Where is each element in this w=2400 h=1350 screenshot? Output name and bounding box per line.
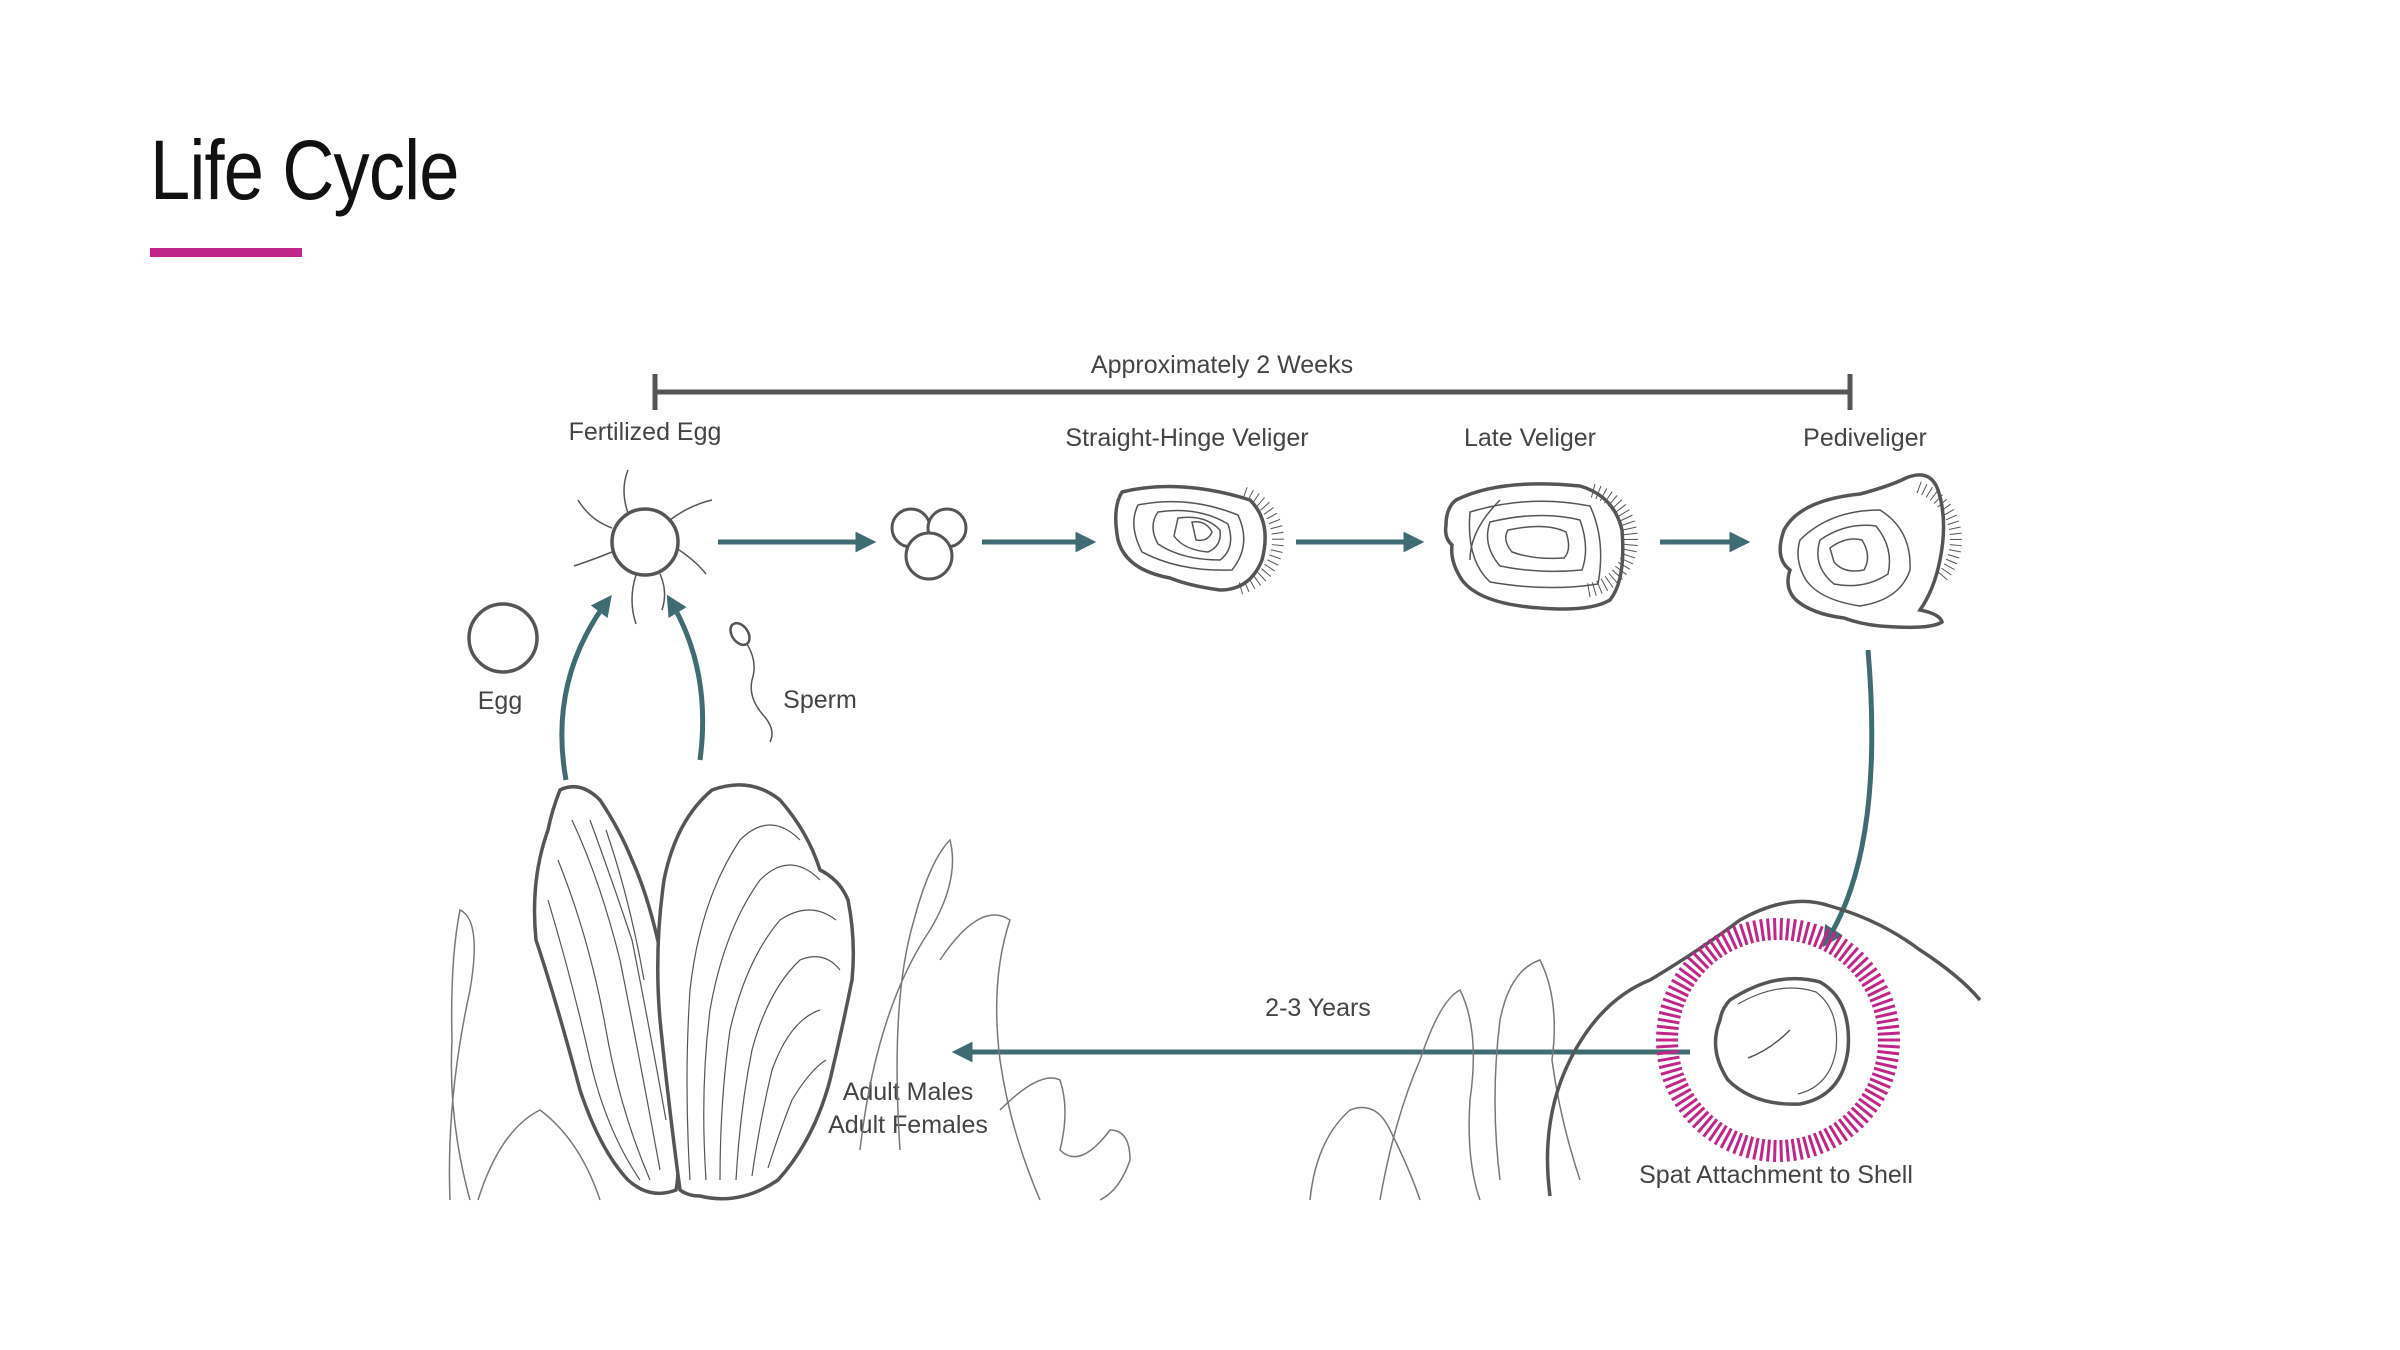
fertilized-egg-label: Fertilized Egg <box>569 418 722 446</box>
spat-label: Spat Attachment to Shell <box>1639 1161 1913 1189</box>
adult-females-label: Adult Females <box>828 1111 988 1139</box>
rock-outline <box>1545 899 1982 1197</box>
timeline-label: Approximately 2 Weeks <box>1091 351 1353 379</box>
spat-ring <box>1656 918 1900 1162</box>
arrow-sperm-spawn <box>666 594 706 761</box>
egg-icon <box>467 602 539 674</box>
spawning-arrows <box>559 594 706 781</box>
egg-label: Egg <box>478 687 522 715</box>
title-underline <box>150 248 302 257</box>
straight-hinge-veliger-label: Straight-Hinge Veliger <box>1065 424 1308 452</box>
adult-males-label: Adult Males <box>843 1078 974 1106</box>
cleavage-stage-icon <box>890 507 968 581</box>
fertilized-egg-icon <box>573 469 713 625</box>
sperm-icon <box>729 621 773 743</box>
adult-oysters-icon <box>532 783 856 1201</box>
pediveliger-label: Pediveliger <box>1803 424 1927 452</box>
late-veliger-label: Late Veliger <box>1464 424 1596 452</box>
arrow-pediveliger-to-spat <box>1822 649 1875 948</box>
late-veliger-icon <box>1443 482 1639 611</box>
pediveliger-icon <box>1778 473 1963 630</box>
sperm-label: Sperm <box>783 686 857 714</box>
page-title: Life Cycle <box>150 123 459 217</box>
timeline-bracket <box>652 374 1853 410</box>
arrow-egg-spawn <box>559 594 612 781</box>
spat-icon <box>1713 976 1851 1106</box>
years-label: 2-3 Years <box>1265 994 1371 1022</box>
seaweed-background <box>448 838 1581 1201</box>
straight-hinge-veliger-icon <box>1114 484 1285 595</box>
